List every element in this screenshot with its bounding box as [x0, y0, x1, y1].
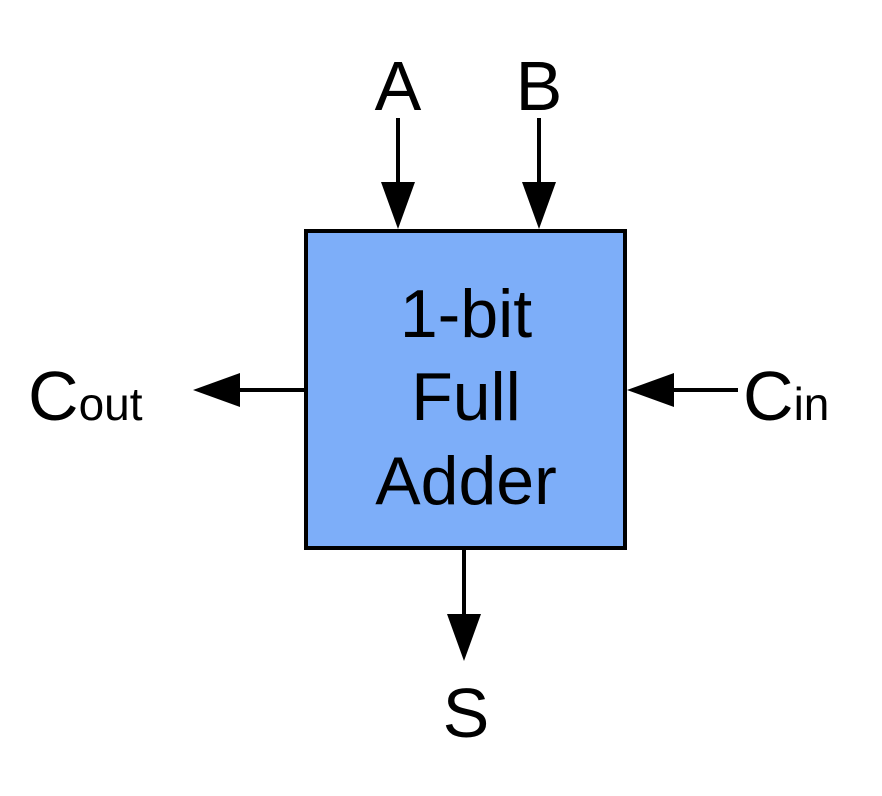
- full-adder-block: [304, 229, 627, 550]
- carry-in-label-base: C: [743, 357, 794, 435]
- input-a-label: A: [375, 47, 422, 125]
- carry-in-arrow: [627, 373, 738, 407]
- carry-out-label: Cout: [28, 357, 143, 435]
- block-label-line-2: Full: [411, 359, 521, 435]
- input-b-arrow: [522, 118, 556, 229]
- input-b-label: B: [516, 47, 563, 125]
- input-a-arrow: [381, 118, 415, 229]
- block-label-line-1: 1-bit: [400, 276, 532, 352]
- carry-in-label: Cin: [743, 357, 829, 435]
- sum-output-label: S: [443, 674, 490, 752]
- sum-output-arrow: [447, 550, 481, 661]
- carry-out-label-base: C: [28, 357, 79, 435]
- carry-in-label-sub: in: [794, 378, 830, 430]
- carry-out-arrow: [193, 373, 304, 407]
- carry-out-label-sub: out: [79, 378, 143, 430]
- block-label-line-3: Adder: [375, 443, 556, 519]
